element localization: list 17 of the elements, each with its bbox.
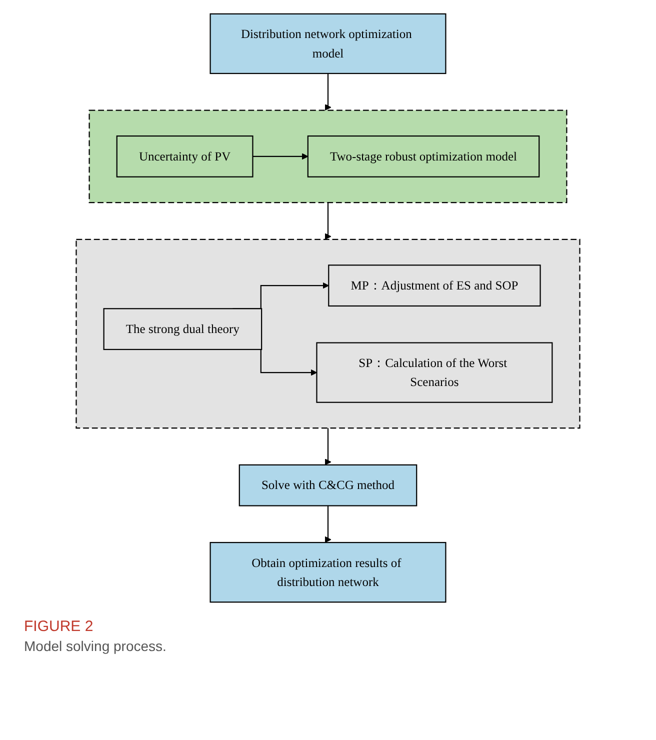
- node-box: Two-stage robust optimization model: [307, 135, 540, 178]
- arrow: [324, 428, 332, 466]
- cluster: [88, 110, 568, 204]
- node-box: MP：Adjustment of ES and SOP: [328, 264, 541, 307]
- arrow: [252, 153, 308, 160]
- node-box: The strong dual theory: [103, 308, 262, 350]
- cluster: [76, 238, 580, 429]
- figure-caption: Model solving process.: [24, 638, 166, 654]
- node-box: Obtain optimization results of distribution network: [210, 542, 446, 603]
- figure-number: FIGURE 2: [24, 618, 94, 635]
- arrow: [324, 505, 332, 543]
- node-box: Uncertainty of PV: [116, 135, 254, 178]
- node-box: Solve with C&CG method: [238, 464, 418, 506]
- node-box: SP：Calculation of the Worst Scenarios: [316, 342, 553, 403]
- node-box: Distribution network optimization model: [210, 13, 446, 74]
- arrow: [324, 72, 332, 111]
- arrow: [324, 202, 332, 240]
